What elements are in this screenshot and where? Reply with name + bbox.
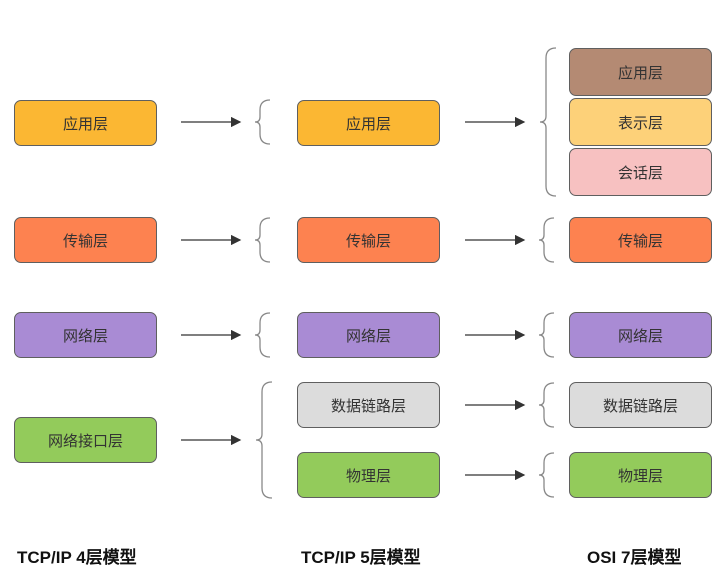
layer-label: 传输层 bbox=[617, 231, 663, 250]
layer-label: 应用层 bbox=[617, 63, 663, 82]
osi-transport-layer: 传输层 bbox=[569, 217, 712, 263]
brace bbox=[538, 312, 555, 358]
layer-label: 网络接口层 bbox=[47, 431, 123, 450]
layer-label: 网络层 bbox=[62, 326, 108, 345]
osi-presentation-layer: 表示层 bbox=[569, 98, 712, 146]
brace bbox=[538, 382, 555, 428]
brace bbox=[538, 217, 555, 263]
brace bbox=[254, 217, 271, 263]
layer-label: 表示层 bbox=[617, 113, 663, 132]
brace bbox=[538, 452, 555, 498]
layer-label: 网络层 bbox=[617, 326, 663, 345]
tcpip5-transport-layer: 传输层 bbox=[297, 217, 440, 263]
osi7-caption: OSI 7层模型 bbox=[587, 548, 682, 567]
tcpip5-physical-layer: 物理层 bbox=[297, 452, 440, 498]
tcpip4-application-layer: 应用层 bbox=[14, 100, 157, 146]
brace bbox=[254, 99, 271, 145]
tcpip4-network-layer: 网络层 bbox=[14, 312, 157, 358]
brace bbox=[254, 312, 271, 358]
brace bbox=[539, 47, 557, 197]
tcpip5-data-link-layer: 数据链路层 bbox=[297, 382, 440, 428]
osi-session-layer: 会话层 bbox=[569, 148, 712, 196]
tcpip5-application-layer: 应用层 bbox=[297, 100, 440, 146]
brace bbox=[255, 381, 273, 499]
osi-network-layer: 网络层 bbox=[569, 312, 712, 358]
tcpip4-transport-layer: 传输层 bbox=[14, 217, 157, 263]
layer-label: 应用层 bbox=[345, 114, 391, 133]
osi-application-layer: 应用层 bbox=[569, 48, 712, 96]
layer-label: 会话层 bbox=[617, 163, 663, 182]
layer-label: 传输层 bbox=[345, 231, 391, 250]
tcpip4-caption: TCP/IP 4层模型 bbox=[17, 548, 137, 567]
layer-label: 物理层 bbox=[617, 466, 663, 485]
layer-label: 应用层 bbox=[62, 114, 108, 133]
layer-label: 数据链路层 bbox=[330, 396, 406, 415]
tcpip4-network-interface-layer: 网络接口层 bbox=[14, 417, 157, 463]
osi-data-link-layer: 数据链路层 bbox=[569, 382, 712, 428]
osi-physical-layer: 物理层 bbox=[569, 452, 712, 498]
layer-label: 数据链路层 bbox=[602, 396, 678, 415]
tcpip5-caption: TCP/IP 5层模型 bbox=[301, 548, 421, 567]
layer-label: 网络层 bbox=[345, 326, 391, 345]
layer-label: 传输层 bbox=[62, 231, 108, 250]
tcpip5-network-layer: 网络层 bbox=[297, 312, 440, 358]
layer-label: 物理层 bbox=[345, 466, 391, 485]
